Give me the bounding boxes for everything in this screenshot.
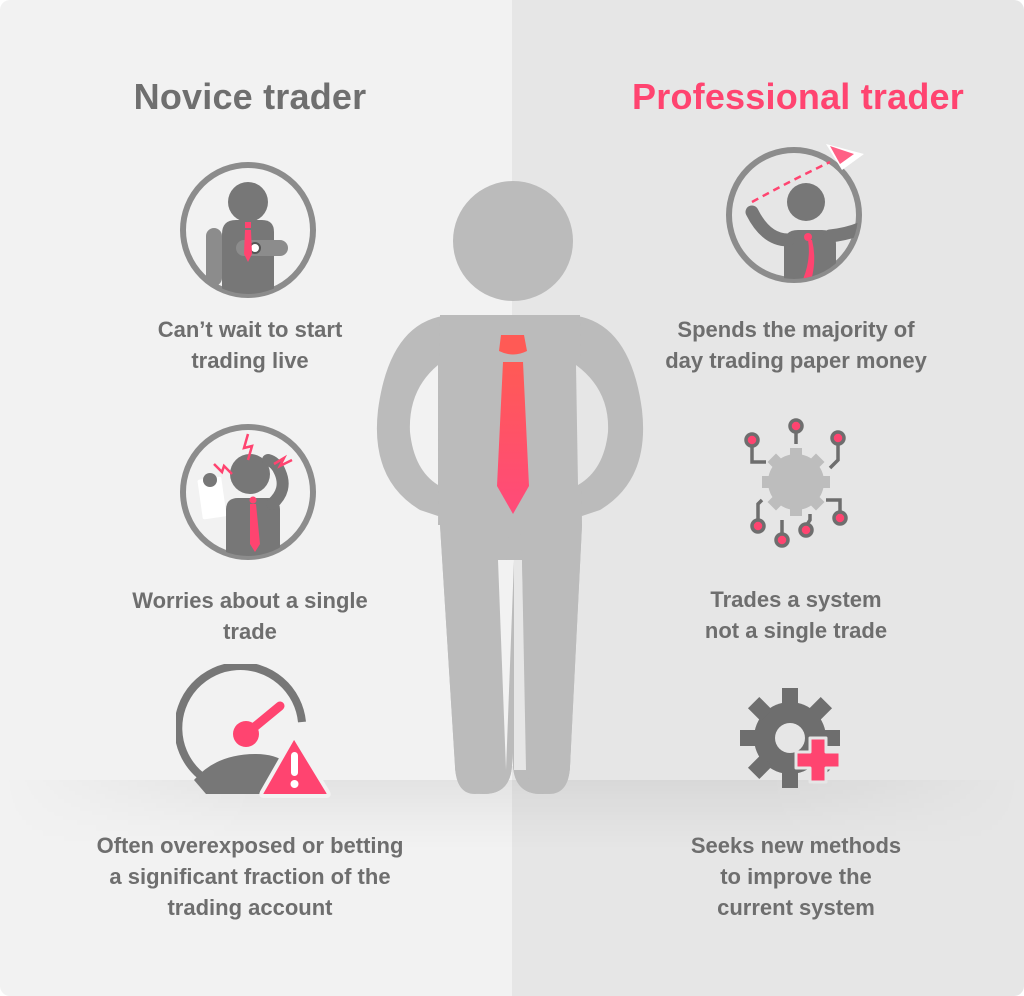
novice-caption-3: Often overexposed or betting a significa…: [96, 833, 404, 920]
novice-title: Novice trader: [133, 76, 367, 117]
professional-caption-2: Trades a system not a single trade: [704, 587, 888, 643]
speedometer-warning-icon: [176, 664, 331, 798]
novice-caption-1: Can’t wait to start trading live: [157, 317, 343, 373]
professional-title: Professional trader: [632, 76, 964, 117]
professional-caption-3: Seeks new methods to improve the current…: [690, 833, 902, 920]
gear-network-icon: [744, 418, 848, 548]
stressed-person-icon: [180, 424, 316, 560]
businessman-figure-icon: [376, 181, 644, 794]
person-throwing-paper-plane-icon: [726, 144, 864, 283]
professional-caption-1: Spends the majority of day trading paper…: [665, 317, 927, 373]
floor-shadow: [0, 780, 1024, 850]
gear-plus-icon: [740, 688, 842, 788]
novice-caption-2: Worries about a single trade: [132, 588, 368, 644]
person-checking-watch-icon: [180, 162, 316, 298]
